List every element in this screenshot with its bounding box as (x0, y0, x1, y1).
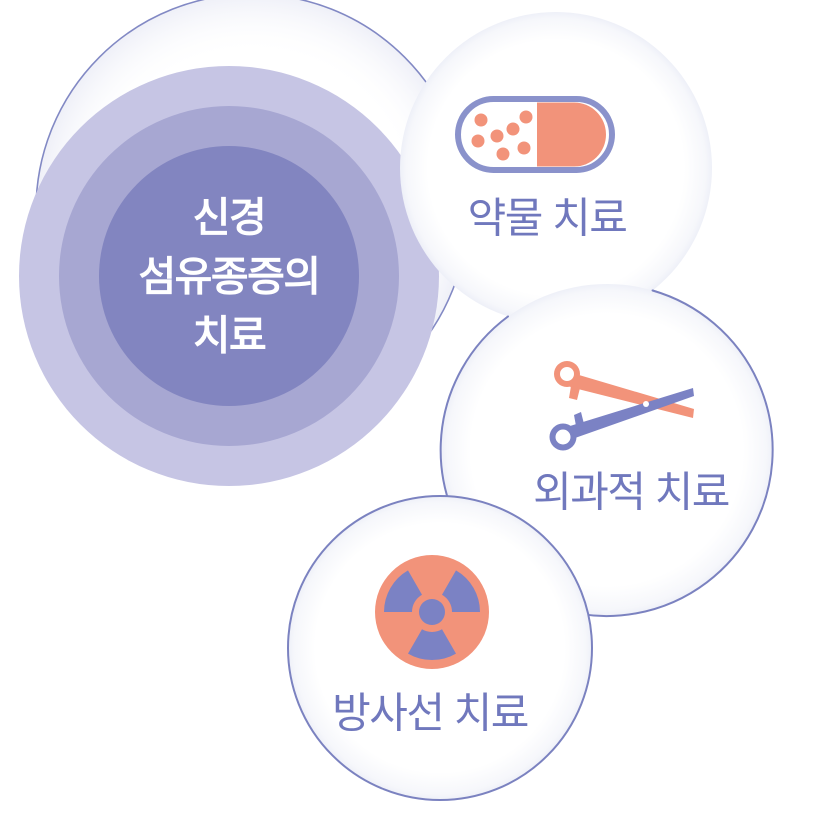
forceps-pivot (643, 401, 649, 407)
forceps-orange (554, 361, 694, 418)
forceps-purple (549, 388, 694, 451)
item-circle-drug (400, 12, 762, 596)
radiation-icon (375, 555, 489, 669)
surgery-circle-outline (439, 289, 774, 617)
center-title-line2: 섬유종증의 (138, 253, 321, 300)
label-surgical-treatment: 외과적 치료 (533, 468, 730, 516)
center-title: 신경 섬유종증의 치료 (138, 189, 321, 366)
center-title-line1: 신경 (192, 194, 267, 241)
capsule-granules (471, 110, 533, 161)
scissors-icon (549, 361, 694, 451)
item-circle-radiation (287, 495, 593, 801)
label-radiation-treatment: 방사선 치료 (332, 689, 529, 737)
capsule-right-half (537, 102, 606, 167)
capsule-icon (455, 96, 615, 173)
center-ring-inner (99, 146, 359, 406)
label-drug-treatment: 약물 치료 (467, 194, 628, 242)
radiation-trefoil (383, 570, 480, 661)
center-circle (19, 66, 439, 486)
center-title-line3: 치료 (192, 312, 267, 359)
